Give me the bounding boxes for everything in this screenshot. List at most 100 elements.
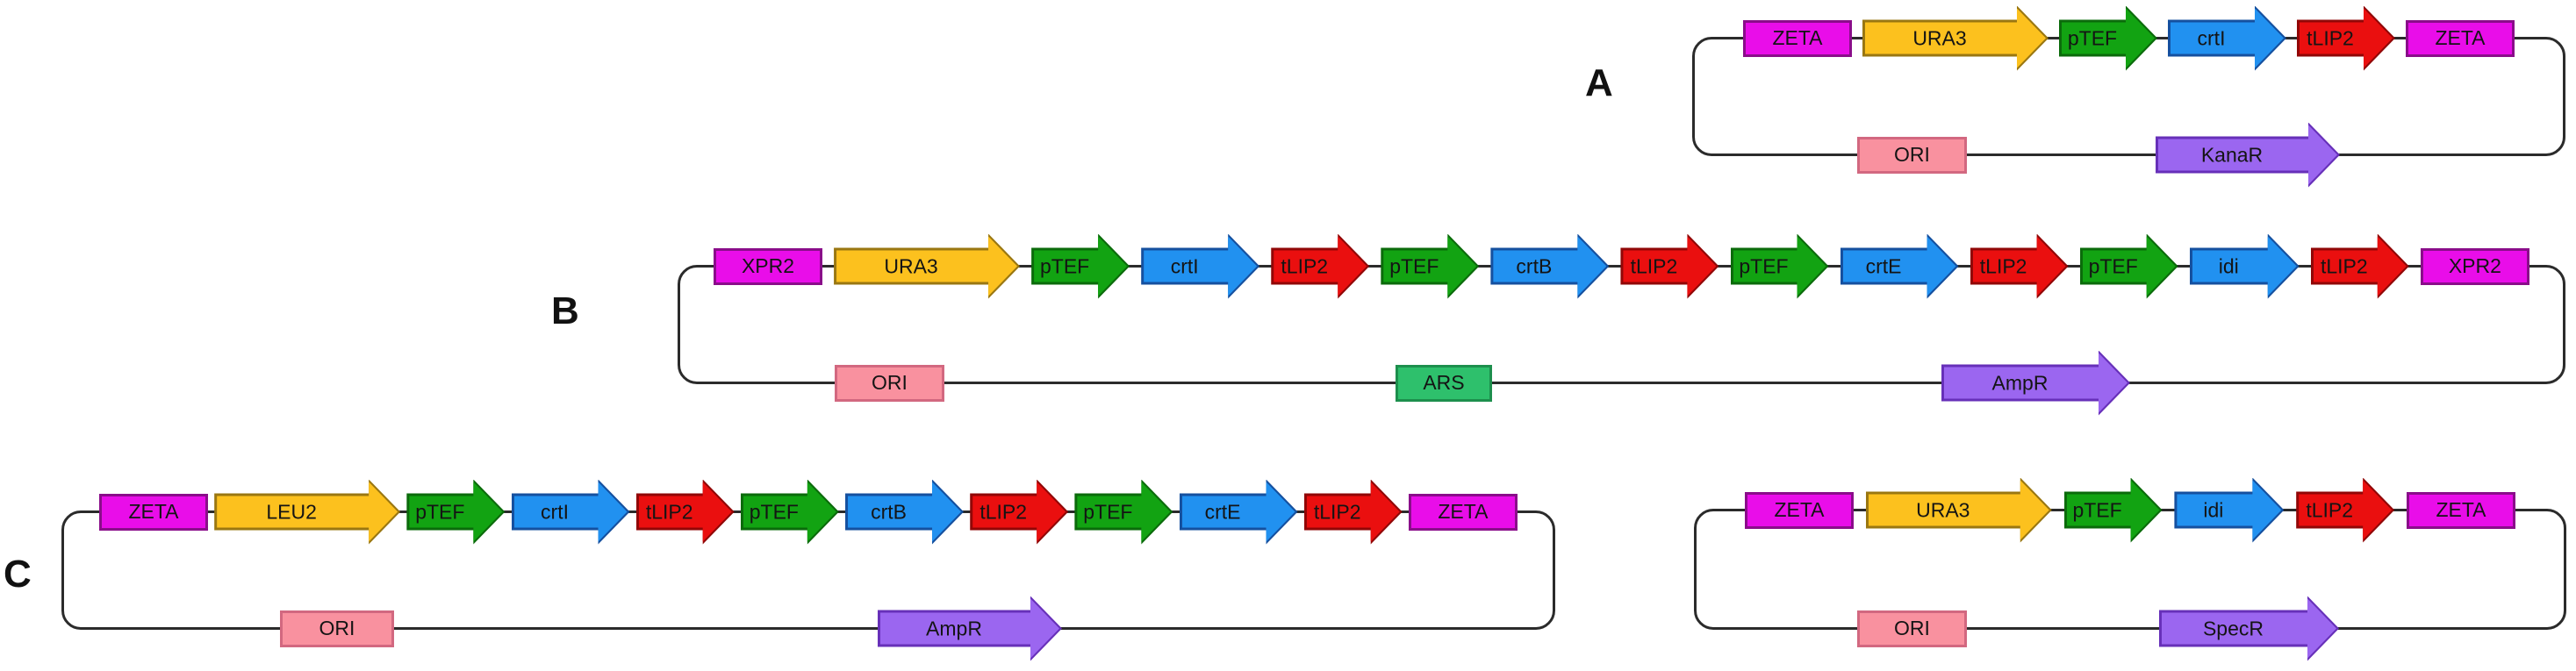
element-label: pTEF xyxy=(2088,254,2138,277)
element-label: ZETA xyxy=(2435,26,2486,49)
element-label: crtI xyxy=(1170,254,1199,277)
element-ORI: ORI xyxy=(280,610,394,647)
element-XPR2: XPR2 xyxy=(2420,247,2529,285)
element-label: crtE xyxy=(1865,254,1902,277)
element-label: ORI xyxy=(872,371,908,394)
element-tLIP2: tLIP2 xyxy=(2296,478,2394,543)
element-label: idi xyxy=(2218,254,2239,277)
element-AmpR: AmpR xyxy=(878,596,1062,661)
element-XPR2: XPR2 xyxy=(714,247,822,285)
element-tLIP2: tLIP2 xyxy=(1620,234,1719,299)
element-label: tLIP2 xyxy=(2307,26,2354,49)
element-ZETA: ZETA xyxy=(1745,491,1854,529)
element-pTEF: pTEF xyxy=(1031,234,1130,299)
element-KanaR: KanaR xyxy=(2156,123,2340,188)
element-ORI: ORI xyxy=(1857,136,1967,174)
element-pTEF: pTEF xyxy=(406,480,505,545)
element-label: tLIP2 xyxy=(1630,254,1678,277)
element-AmpR: AmpR xyxy=(1941,351,2130,416)
element-pTEF: pTEF xyxy=(2064,478,2163,543)
construct-label-a: A xyxy=(1585,61,1613,104)
element-crtI: crtI xyxy=(2168,6,2286,71)
element-label: XPR2 xyxy=(2448,254,2501,277)
element-label: idi xyxy=(2203,498,2224,521)
element-label: ORI xyxy=(1894,143,1930,166)
element-label: ARS xyxy=(1423,371,1465,394)
element-label: crtB xyxy=(871,500,907,523)
element-URA3: URA3 xyxy=(834,234,1020,299)
element-pTEF: pTEF xyxy=(1381,234,1479,299)
element-LEU2: LEU2 xyxy=(214,480,400,545)
element-tLIP2: tLIP2 xyxy=(1271,234,1369,299)
element-crtE: crtE xyxy=(1180,480,1298,545)
construct-label-c: C xyxy=(4,553,32,596)
element-tLIP2: tLIP2 xyxy=(970,480,1068,545)
element-label: ZETA xyxy=(128,500,179,523)
element-label: tLIP2 xyxy=(2320,254,2368,277)
element-label: pTEF xyxy=(1739,254,1789,277)
element-pTEF: pTEF xyxy=(1731,234,1829,299)
element-ZETA: ZETA xyxy=(2406,491,2515,529)
element-label: tLIP2 xyxy=(1979,254,2027,277)
element-label: tLIP2 xyxy=(1313,500,1361,523)
element-ZETA: ZETA xyxy=(1743,19,1852,57)
element-tLIP2: tLIP2 xyxy=(2311,234,2409,299)
element-crtI: crtI xyxy=(512,480,630,545)
element-label: pTEF xyxy=(1040,254,1090,277)
element-tLIP2: tLIP2 xyxy=(2297,6,2395,71)
element-ORI: ORI xyxy=(835,364,944,402)
element-ZETA: ZETA xyxy=(2406,19,2515,57)
element-SpecR: SpecR xyxy=(2159,596,2339,661)
element-pTEF: pTEF xyxy=(2059,6,2157,71)
element-label: pTEF xyxy=(1083,500,1133,523)
element-label: pTEF xyxy=(2067,26,2118,49)
element-ORI: ORI xyxy=(1857,610,1967,647)
element-label: pTEF xyxy=(415,500,465,523)
element-label: URA3 xyxy=(1916,498,1970,521)
element-label: pTEF xyxy=(749,500,799,523)
element-label: pTEF xyxy=(2072,498,2122,521)
element-label: KanaR xyxy=(2200,143,2264,166)
element-crtI: crtI xyxy=(1141,234,1259,299)
element-label: AmpR xyxy=(926,617,982,639)
construct-label-b: B xyxy=(551,289,579,332)
element-label: tLIP2 xyxy=(645,500,693,523)
element-label: crtI xyxy=(2197,26,2226,49)
element-crtE: crtE xyxy=(1841,234,1959,299)
element-label: ZETA xyxy=(1438,500,1489,523)
element-pTEF: pTEF xyxy=(2080,234,2178,299)
element-label: SpecR xyxy=(2202,617,2264,639)
element-label: LEU2 xyxy=(266,500,317,523)
element-label: tLIP2 xyxy=(1281,254,1329,277)
element-crtB: crtB xyxy=(1490,234,1609,299)
element-idi: idi xyxy=(2174,478,2284,543)
element-label: ORI xyxy=(319,617,355,639)
element-ZETA: ZETA xyxy=(99,493,208,531)
element-pTEF: pTEF xyxy=(741,480,839,545)
element-label: ORI xyxy=(1894,617,1930,639)
element-label: tLIP2 xyxy=(979,500,1028,523)
element-label: ZETA xyxy=(1772,26,1823,49)
element-label: crtB xyxy=(1516,254,1553,277)
element-ZETA: ZETA xyxy=(1408,493,1518,531)
element-label: pTEF xyxy=(1389,254,1439,277)
element-label: URA3 xyxy=(1912,26,1967,49)
element-idi: idi xyxy=(2190,234,2300,299)
element-label: AmpR xyxy=(1991,371,2049,394)
element-tLIP2: tLIP2 xyxy=(636,480,735,545)
element-tLIP2: tLIP2 xyxy=(1970,234,2069,299)
element-tLIP2: tLIP2 xyxy=(1304,480,1403,545)
element-label: URA3 xyxy=(884,254,938,277)
element-crtB: crtB xyxy=(845,480,964,545)
element-ARS: ARS xyxy=(1396,364,1492,402)
element-label: tLIP2 xyxy=(2306,498,2354,521)
element-label: crtE xyxy=(1204,500,1241,523)
element-label: ZETA xyxy=(2436,498,2486,521)
element-label: XPR2 xyxy=(741,254,795,277)
element-URA3: URA3 xyxy=(1866,478,2052,543)
element-label: ZETA xyxy=(1774,498,1825,521)
